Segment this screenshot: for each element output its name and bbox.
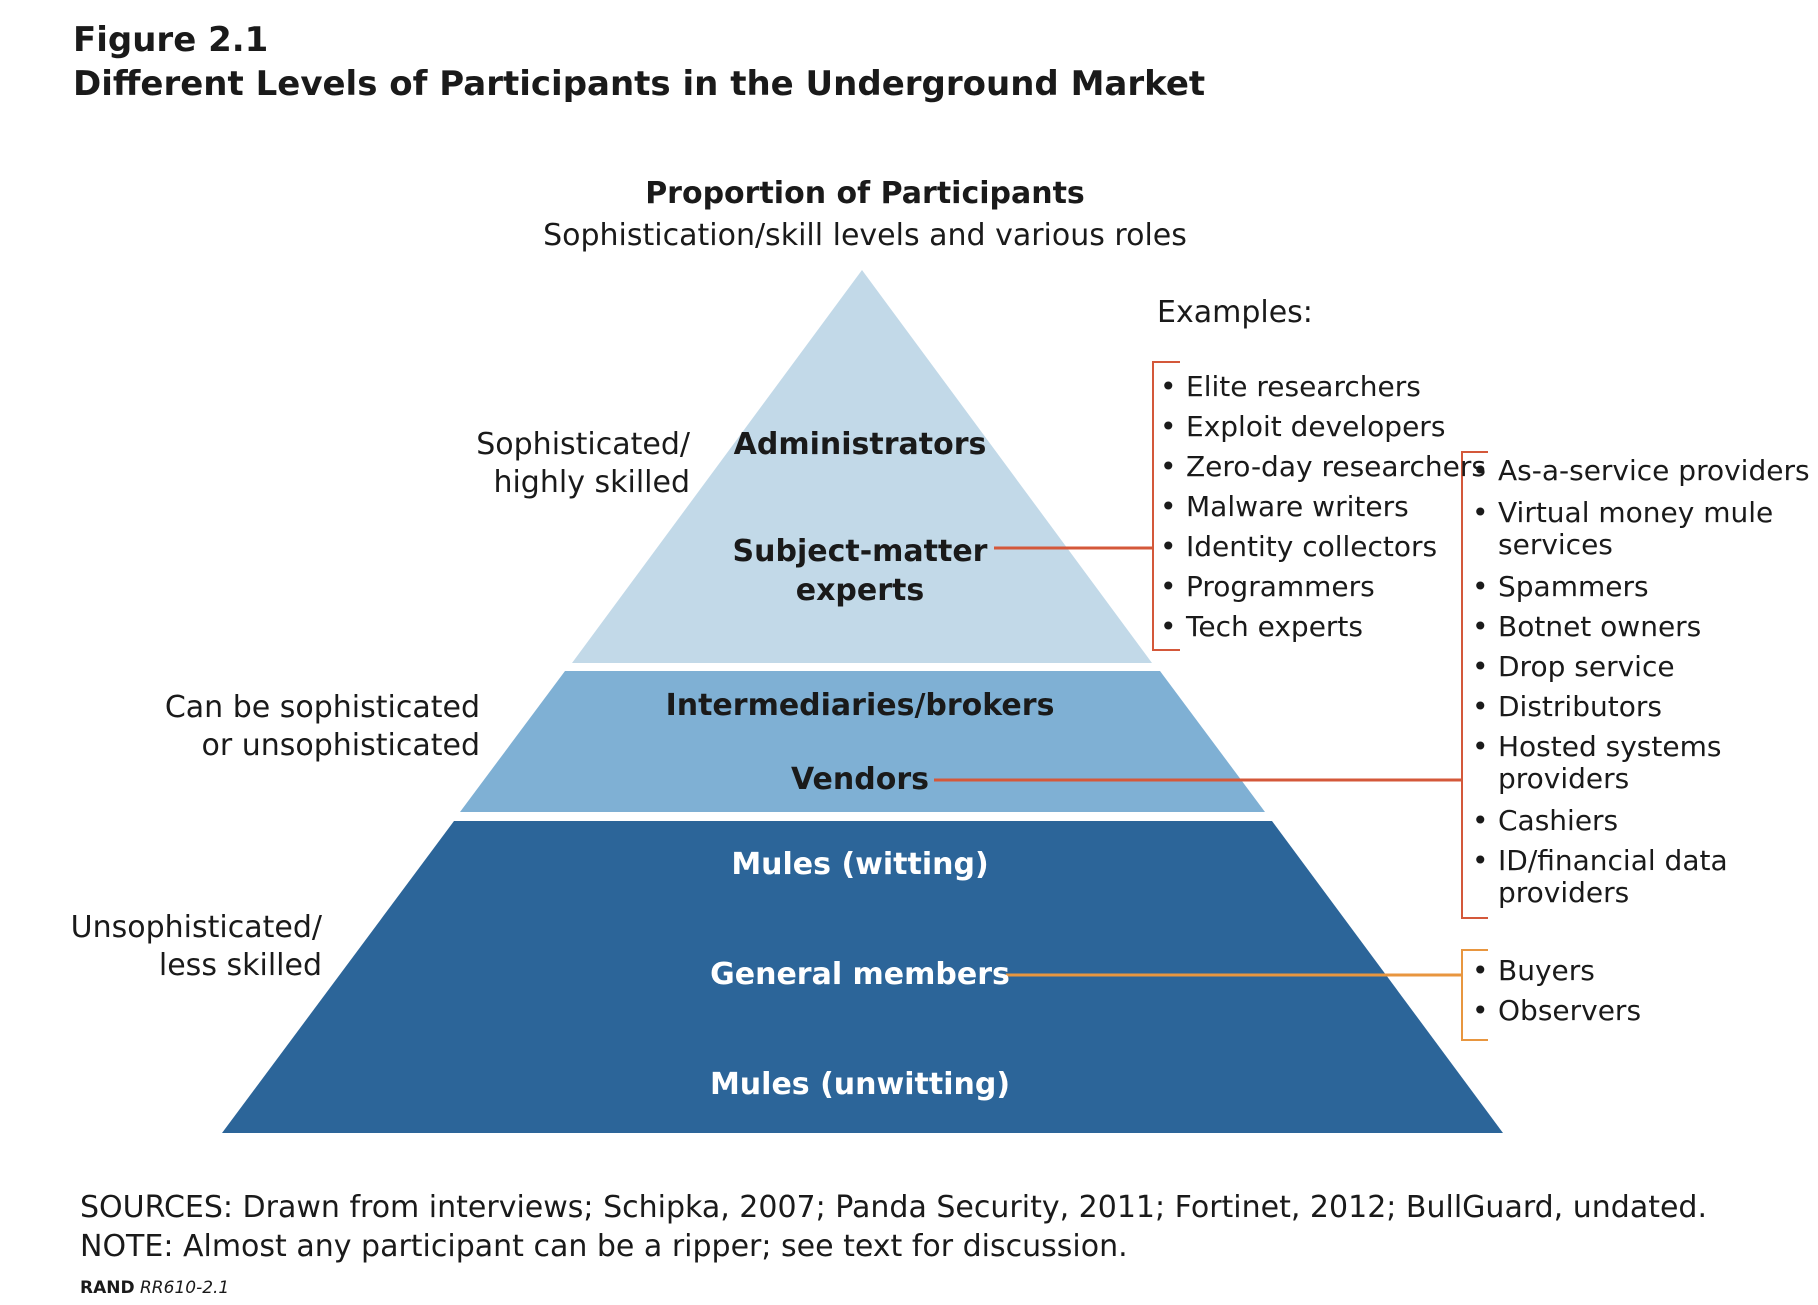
list-item: •Cashiers bbox=[1472, 804, 1619, 837]
list-item: Identity collectors bbox=[1156, 527, 1486, 567]
list-item: Malware writers bbox=[1156, 487, 1486, 527]
pyramid-header-title: Proportion of Participants bbox=[645, 176, 1085, 211]
role-general-members: General members bbox=[710, 957, 1010, 992]
list-item: Elite researchers bbox=[1156, 367, 1486, 407]
footer-note: NOTE: Almost any participant can be a ri… bbox=[80, 1229, 1128, 1264]
figure-label: Figure 2.1 bbox=[73, 20, 269, 60]
tier-bottom-shape bbox=[222, 821, 1503, 1133]
role-mules-unwitting: Mules (unwitting) bbox=[709, 1067, 1011, 1102]
list-item: Programmers bbox=[1156, 567, 1486, 607]
bracket-general-members bbox=[1461, 949, 1488, 1041]
list-item: •As-a-service providers bbox=[1472, 454, 1810, 487]
role-mules-witting: Mules (witting) bbox=[731, 847, 989, 882]
side-label-top: Sophisticated/ highly skilled bbox=[476, 427, 690, 501]
list-item: Zero-day researchers bbox=[1156, 447, 1486, 487]
list-item: •Observers bbox=[1472, 994, 1642, 1027]
figure-credit: RAND RR610-2.1 bbox=[80, 1278, 230, 1298]
figure-title: Different Levels of Participants in the … bbox=[73, 64, 1206, 104]
side-label-middle: Can be sophisticated or unsophisticated bbox=[164, 690, 480, 764]
role-vendors: Vendors bbox=[790, 762, 930, 797]
examples-experts-list: Elite researchers Exploit developers Zer… bbox=[1156, 367, 1486, 647]
list-item: •Buyers bbox=[1472, 954, 1595, 987]
list-item: •Spammers bbox=[1472, 570, 1649, 603]
role-intermediaries-brokers: Intermediaries/brokers bbox=[665, 688, 1055, 723]
role-subject-matter-experts: Subject-matter experts bbox=[732, 534, 988, 608]
examples-label: Examples: bbox=[1157, 295, 1313, 330]
list-item: •Distributors bbox=[1472, 690, 1662, 723]
list-item: •Botnet owners bbox=[1472, 610, 1702, 643]
bracket-experts bbox=[1152, 361, 1180, 651]
list-item: •Drop service bbox=[1472, 650, 1675, 683]
tier-middle-shape bbox=[460, 671, 1265, 812]
list-item: Exploit developers bbox=[1156, 407, 1486, 447]
footer-sources: SOURCES: Drawn from interviews; Schipka,… bbox=[80, 1190, 1708, 1225]
role-administrators: Administrators bbox=[733, 427, 987, 462]
side-label-bottom: Unsophisticated/ less skilled bbox=[70, 910, 322, 984]
list-item: Tech experts bbox=[1156, 607, 1486, 647]
tier-top-shape bbox=[572, 270, 1152, 663]
pyramid-header-subtitle: Sophistication/skill levels and various … bbox=[543, 218, 1187, 253]
